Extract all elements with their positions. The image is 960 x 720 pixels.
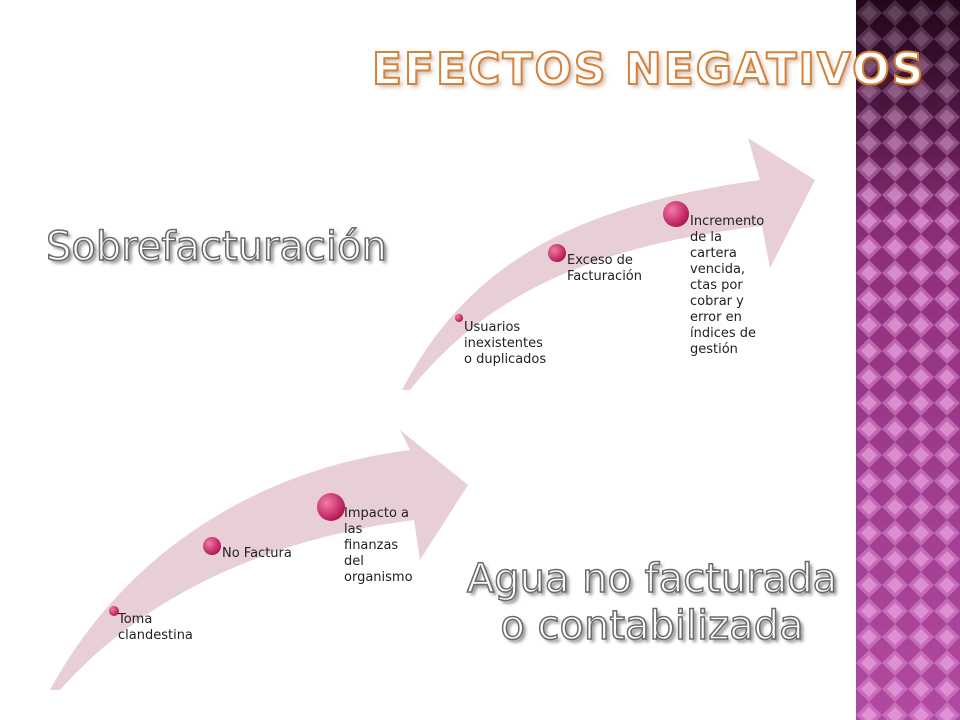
process-arrows (50, 138, 815, 690)
agua-no-facturada-label: Agua no facturada o contabilizada (462, 555, 842, 650)
node-usuarios (455, 314, 463, 322)
step-toma-label: Toma clandestina (118, 612, 193, 643)
decorative-pattern-sidebar (856, 0, 960, 720)
step-exceso-label: Exceso de Facturación (567, 253, 642, 284)
node-incremento (663, 201, 689, 227)
node-impacto (317, 493, 345, 521)
slide-title: EFECTOS NEGATIVOS (371, 43, 926, 96)
bottom-curved-arrow (50, 430, 468, 690)
node-exceso (548, 244, 566, 262)
step-incremento-label: Incremento de la cartera vencida, ctas p… (690, 214, 765, 357)
step-impacto-label: Impacto a las finanzas del organismo (344, 506, 413, 585)
sobrefacturacion-label: Sobrefacturación (45, 223, 387, 271)
node-no-factura (203, 537, 221, 555)
agua-label-line1: Agua no facturada (466, 555, 838, 603)
top-curved-arrow (402, 138, 815, 390)
node-toma (109, 606, 119, 616)
agua-label-line2: o contabilizada (500, 602, 805, 650)
step-no-factura-label: No Factura (222, 546, 292, 561)
step-usuarios-label: Usuarios inexistentes o duplicados (464, 320, 547, 367)
